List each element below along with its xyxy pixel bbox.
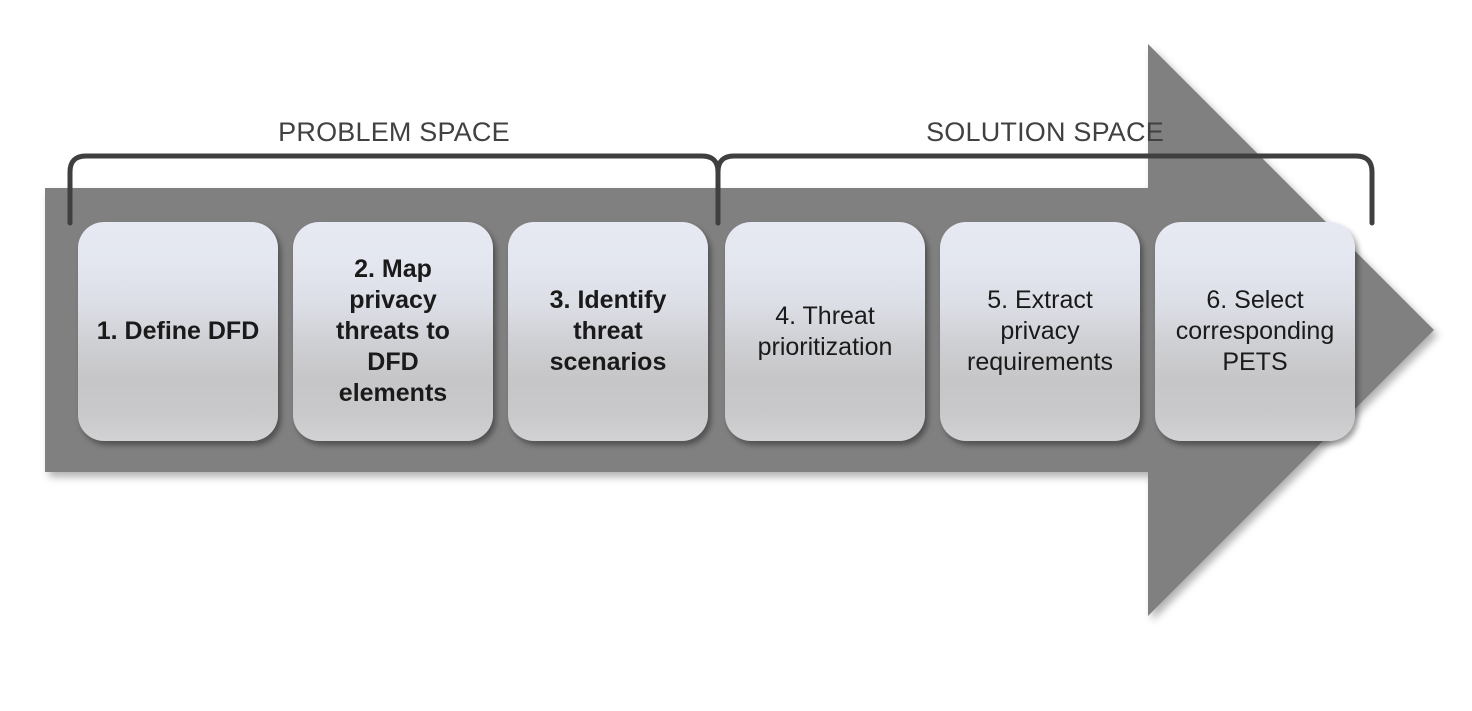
step-label-6: 6. Select corresponding PETS [1175, 286, 1335, 376]
step-box-5[interactable]: 5. Extract privacy requirements [940, 222, 1140, 441]
step-label-2: 2. Map privacy threats to DFD elements [336, 255, 450, 407]
phase-label-problem-space: PROBLEM SPACE [278, 117, 510, 147]
step-box-4[interactable]: 4. Threat prioritization [725, 222, 925, 441]
step-label-1: 1. Define DFD [96, 317, 260, 345]
step-box-2[interactable]: 2. Map privacy threats to DFD elements [293, 222, 493, 441]
step-box-1[interactable]: 1. Define DFD [78, 222, 278, 441]
step-box-6[interactable]: 6. Select corresponding PETS [1155, 222, 1355, 441]
step-label-4: 4. Threat prioritization [757, 301, 893, 361]
bracket-solution-space [715, 153, 1375, 226]
phase-label-solution-space: SOLUTION SPACE [926, 117, 1164, 147]
step-box-3[interactable]: 3. Identify threat scenarios [508, 222, 708, 441]
step-label-3: 3. Identify threat scenarios [549, 286, 667, 376]
step-label-5: 5. Extract privacy requirements [967, 286, 1113, 376]
